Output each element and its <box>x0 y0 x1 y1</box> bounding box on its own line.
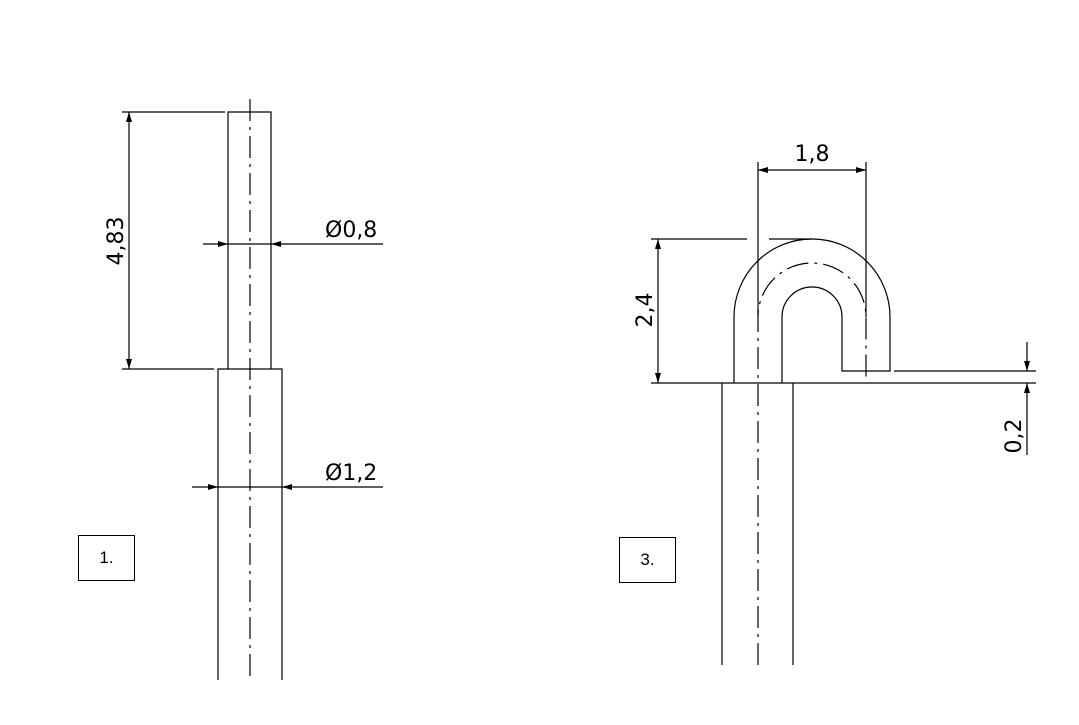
drawing-3-hook: 1,8 2,4 0,2 <box>633 142 1036 665</box>
tube-outline <box>721 383 794 665</box>
drawing-label-3: 3. <box>619 537 676 583</box>
dimension-height-text: 2,4 <box>633 293 658 328</box>
dimension-step-text: 0,2 <box>1002 419 1027 454</box>
dimension-small-diameter-text: Ø0,8 <box>325 218 377 243</box>
dimension-length-text: 4,83 <box>104 217 129 266</box>
dimension-large-diameter-text: Ø1,2 <box>325 461 377 486</box>
dimension-width-text: 1,8 <box>795 142 830 167</box>
hook-centerline <box>757 262 867 665</box>
drawing-label-1: 1. <box>78 535 135 581</box>
drawing-1-pin: 4,83 Ø0,8 Ø1,2 <box>104 99 383 680</box>
